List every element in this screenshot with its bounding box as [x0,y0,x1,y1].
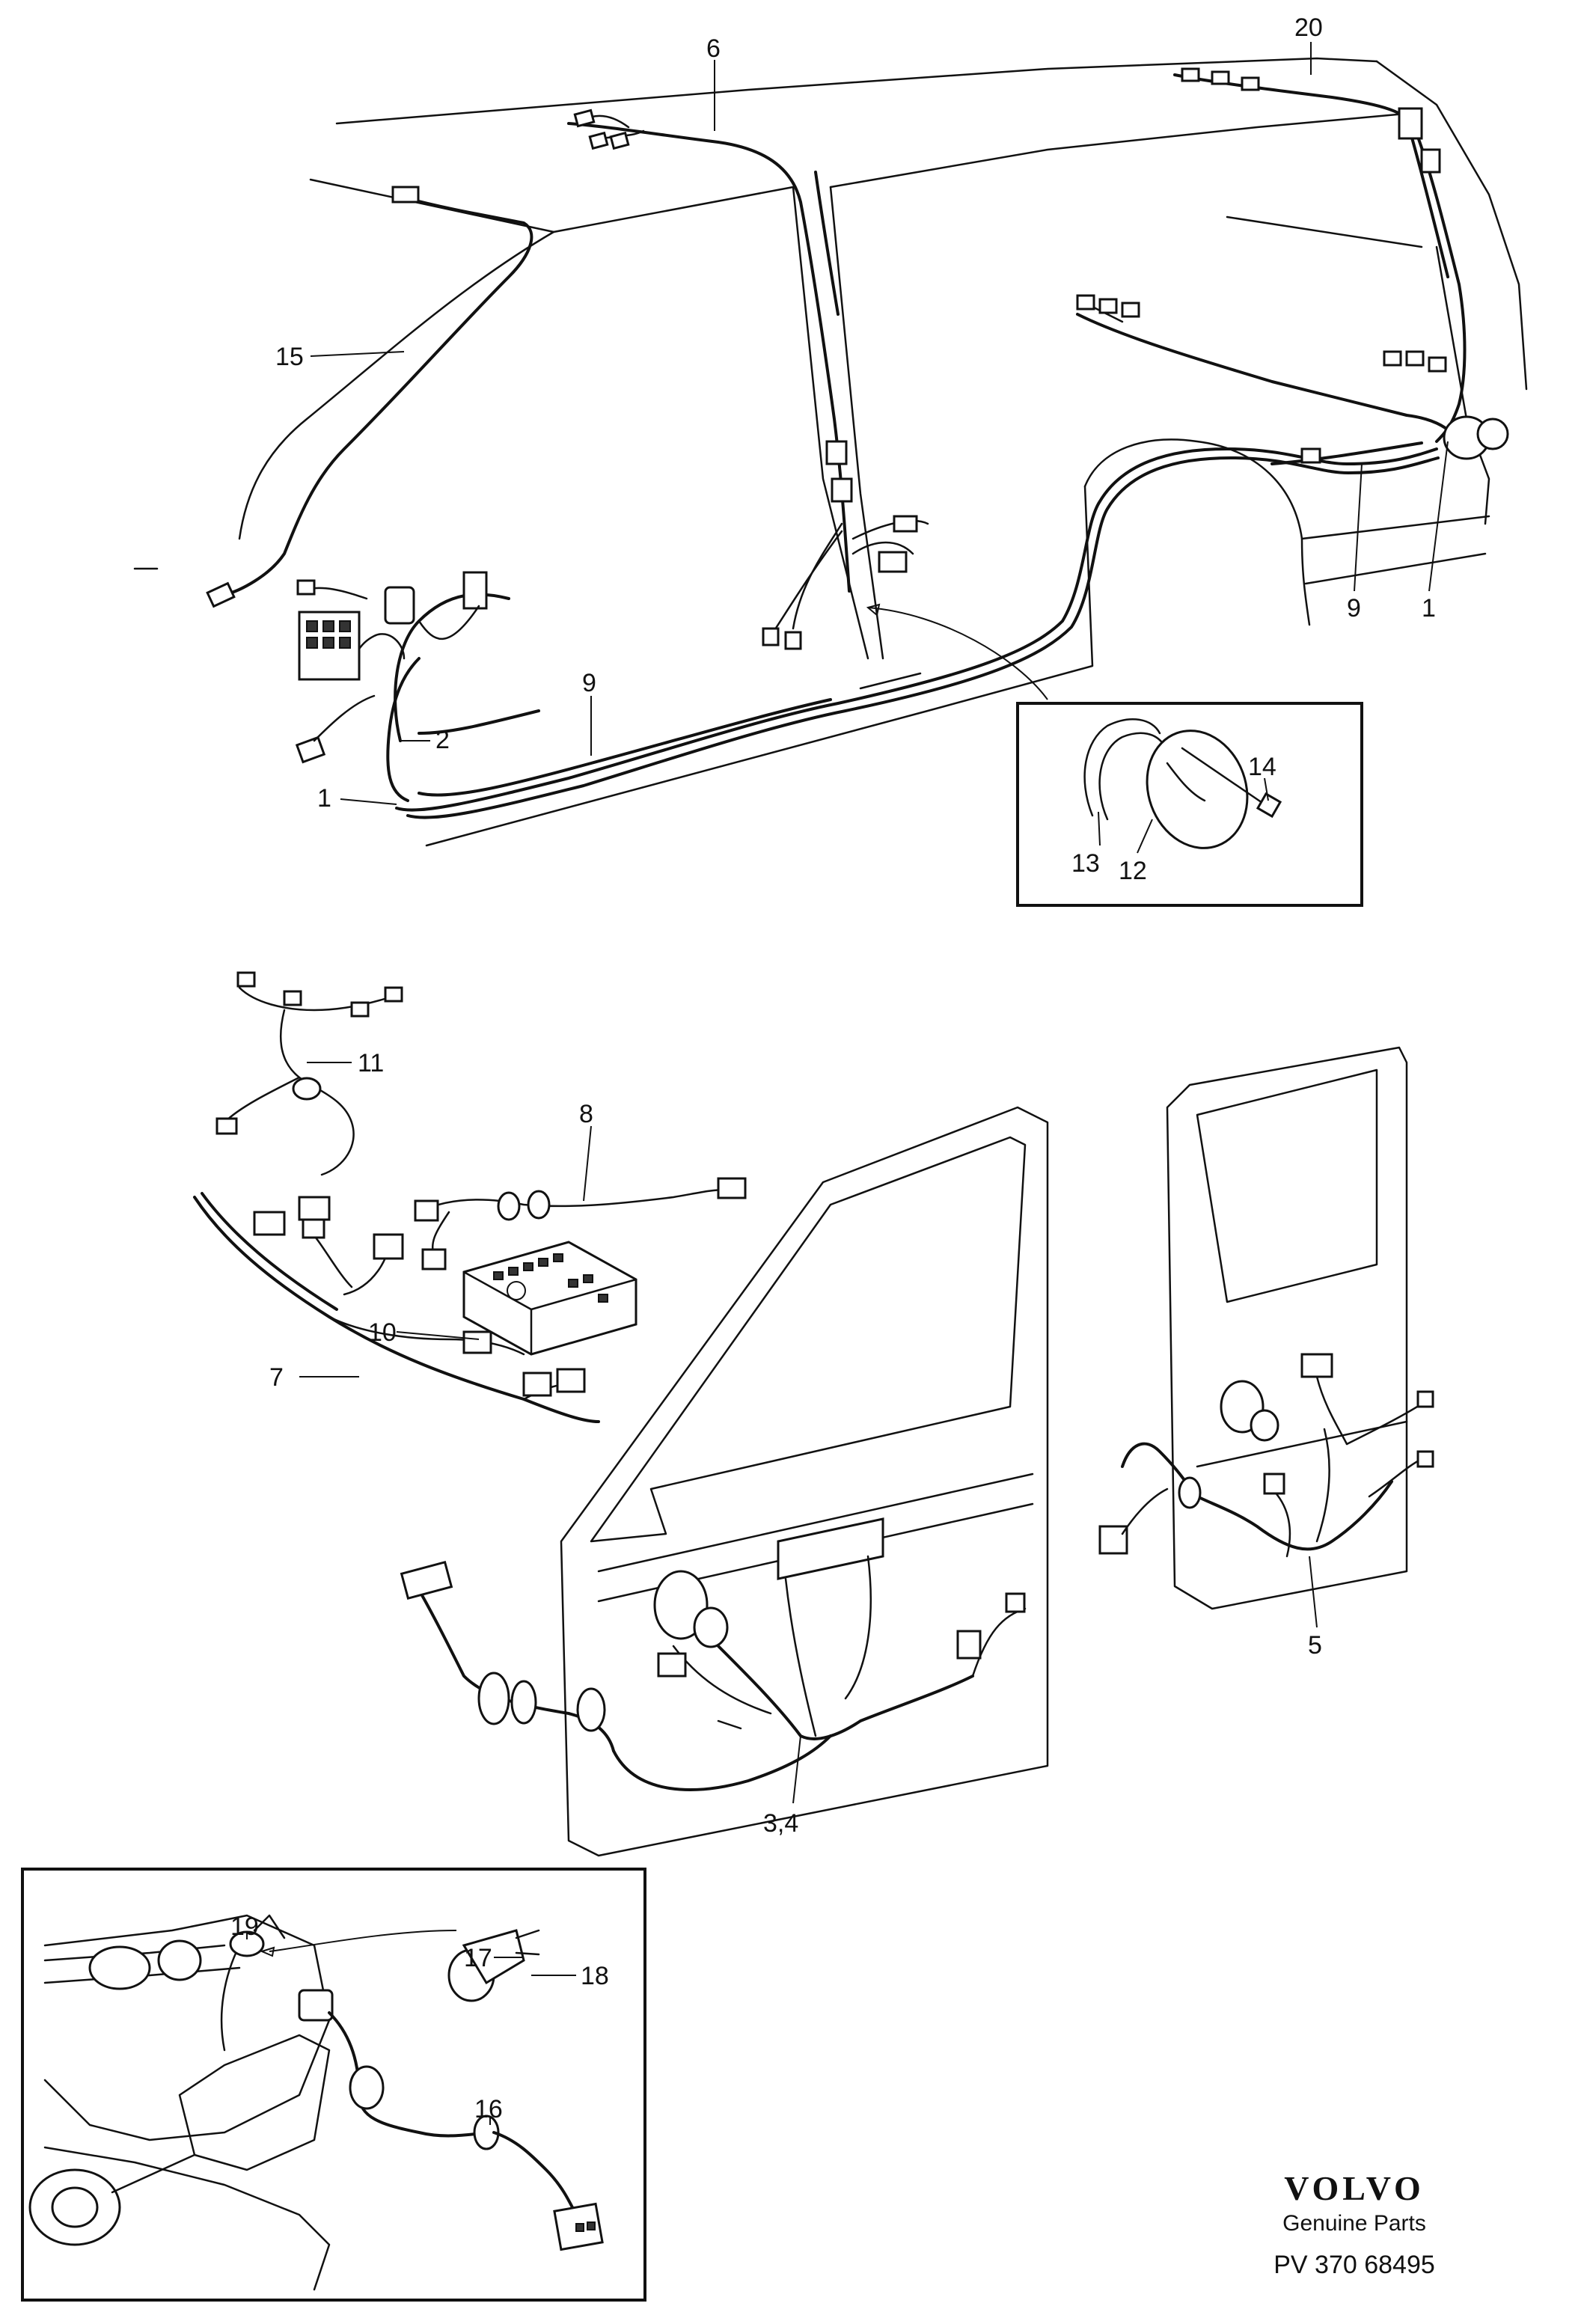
callout-9-rear: 9 [1347,594,1361,623]
dashboard-harness [193,971,747,1423]
callout-16: 16 [474,2095,503,2123]
lamp-detail-inset [866,603,1363,907]
volvo-logo: VOLVO [1284,2169,1425,2207]
callout-numbers: 20 6 15 9 1 9 2 1 14 13 12 11 8 10 7 5 3… [230,13,1436,2123]
callout-5: 5 [1308,1631,1322,1660]
brand-subtitle: Genuine Parts [1282,2211,1426,2236]
callout-1-front: 1 [317,784,331,813]
callout-10: 10 [368,1318,397,1347]
callout-11: 11 [358,1049,384,1077]
callout-13: 13 [1071,849,1100,878]
rear-harness-20 [1076,67,1509,465]
callout-19: 19 [230,1912,259,1941]
headlining-harness-15 [206,186,533,608]
callout-14: 14 [1248,753,1276,781]
callout-3-4: 3,4 [763,1809,798,1838]
brand-block: VOLVO Genuine Parts [1227,2168,1481,2236]
rear-door [1098,1046,1434,1610]
callout-6: 6 [706,34,721,63]
rear-axle-inset [21,1868,646,2302]
callout-2: 2 [435,726,450,754]
callout-leaders [246,42,1449,2125]
callout-8: 8 [579,1100,593,1128]
floor-wiring-harness [295,447,1440,819]
callout-9-front: 9 [582,669,596,697]
callout-17: 17 [464,1944,492,1972]
part-illustration-code: PV 370 68495 [1273,2251,1435,2279]
callout-15: 15 [275,343,304,371]
callout-7: 7 [269,1363,284,1392]
callout-20: 20 [1294,13,1323,42]
front-door [400,1106,1049,1857]
callout-1-rear: 1 [1422,594,1436,623]
roof-harness-6 [567,108,929,650]
callout-12: 12 [1119,857,1147,885]
callout-18: 18 [581,1962,609,1990]
